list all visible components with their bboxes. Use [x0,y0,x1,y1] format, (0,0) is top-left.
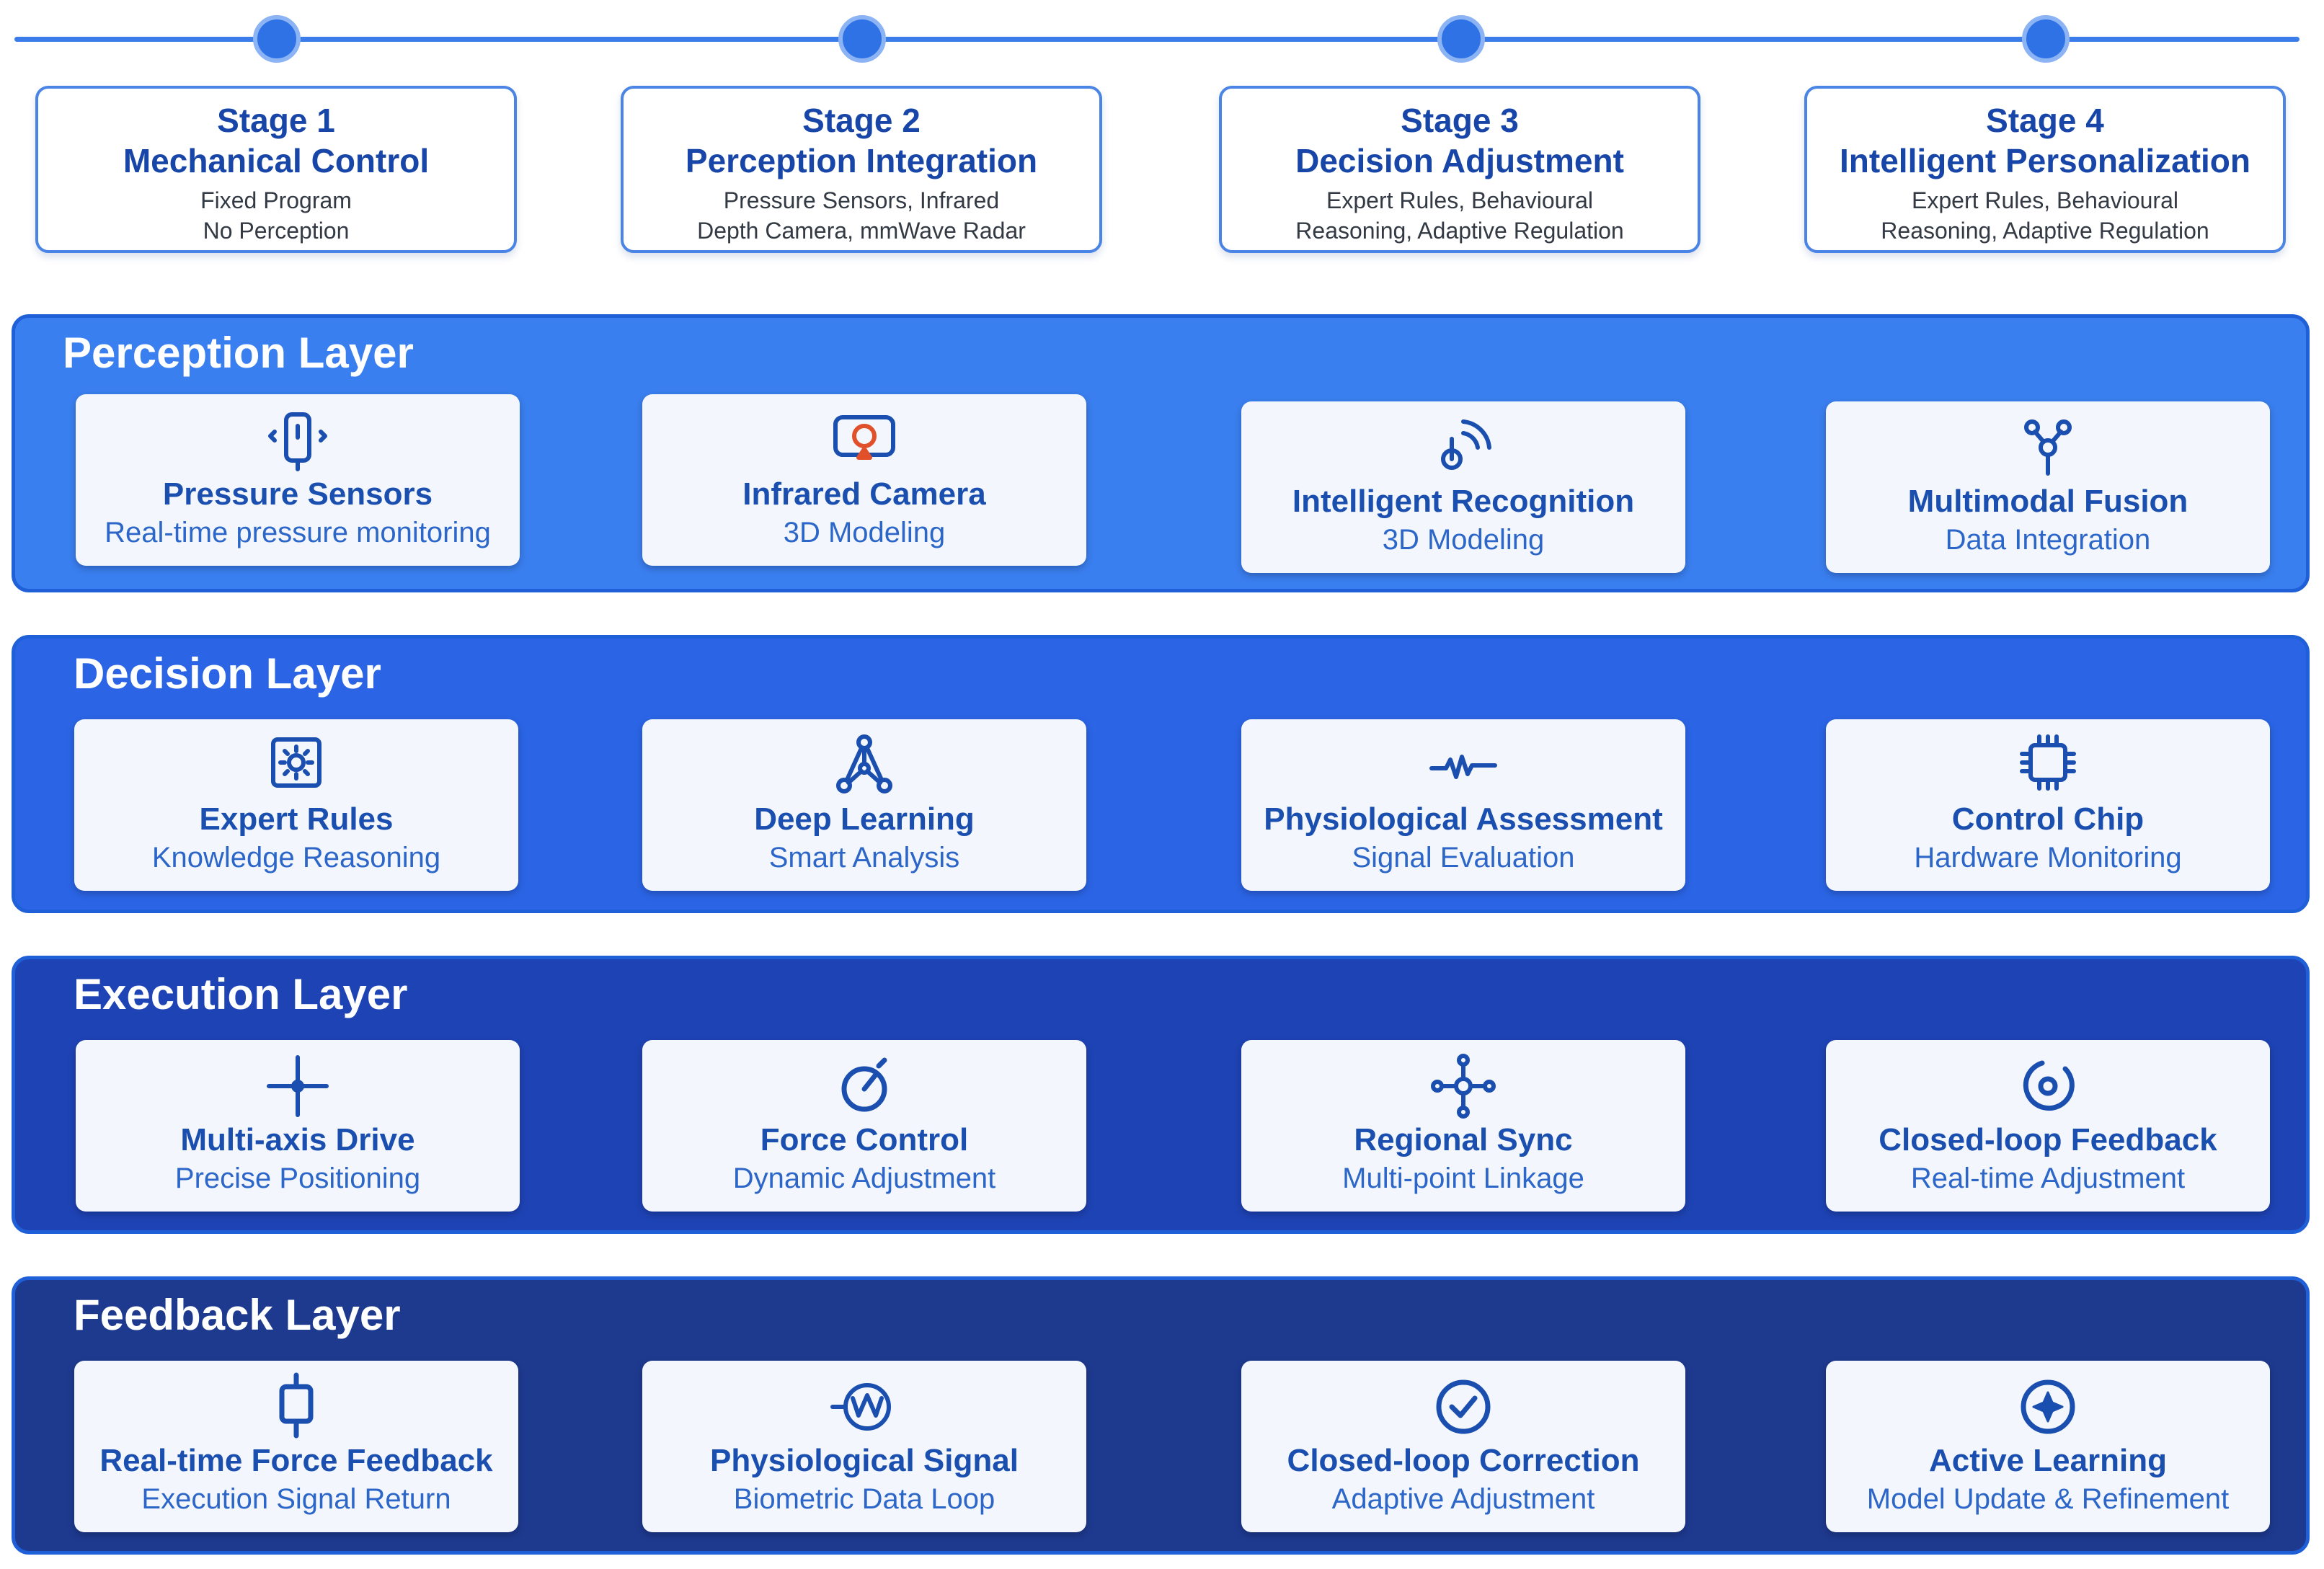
infrared-camera-icon [833,415,895,460]
card-physiological-assessment: Physiological Assessment Signal Evaluati… [1241,719,1685,891]
stage-number: Stage 2 [802,102,921,139]
card-title: Real-time Force Feedback [99,1443,493,1478]
stage-name: Mechanical Control [123,142,430,179]
card-subtitle: Model Update & Refinement [1866,1483,2230,1515]
waveform-icon [1429,755,1497,779]
stage-card-2: Stage 2 Perception Integration Pressure … [621,86,1102,253]
card-pressure-sensors: Pressure Sensors Real-time pressure moni… [76,394,520,566]
check-circle-icon [1436,1379,1491,1434]
stage-name: Decision Adjustment [1295,142,1624,179]
stage-3-dot [1437,15,1485,63]
execution-layer: Execution Layer Multi-axis Drive Precise… [12,956,2310,1234]
feedback-layer: Feedback Layer Real-time Force Feedback … [12,1276,2310,1555]
card-title: Closed-loop Correction [1287,1443,1640,1478]
layer-title: Perception Layer [63,329,414,377]
card-active-learning: Active Learning Model Update & Refinemen… [1826,1361,2270,1532]
card-title: Pressure Sensors [162,476,433,512]
card-intelligent-recognition: Intelligent Recognition 3D Modeling [1241,401,1685,573]
stage-card-3: Stage 3 Decision Adjustment Expert Rules… [1219,86,1700,253]
pressure-sensor-icon [268,412,327,471]
card-force-control: Force Control Dynamic Adjustment [642,1040,1086,1212]
stage-description: Fixed Program No Perception [200,187,352,244]
learning-compass-icon [2021,1379,2075,1434]
gauge-icon [841,1057,887,1112]
card-title: Expert Rules [199,801,394,837]
card-subtitle: Hardware Monitoring [1914,842,2182,874]
stage-card-4: Stage 4 Intelligent Personalization Expe… [1804,86,2286,253]
stage-name: Perception Integration [685,142,1038,179]
fusion-icon [2024,419,2072,476]
stage-number: Stage 3 [1401,102,1519,139]
card-real-time-force-feedback: Real-time Force Feedback Execution Signa… [74,1361,518,1532]
timeline-line [14,37,2299,42]
crosshair-icon [267,1055,329,1117]
card-subtitle: Adaptive Adjustment [1331,1483,1595,1515]
loop-icon [2023,1060,2075,1111]
card-title: Closed-loop Feedback [1879,1122,2217,1157]
card-infrared-camera: Infrared Camera 3D Modeling [642,394,1086,566]
force-feedback-icon [279,1372,314,1439]
card-closed-loop-feedback: Closed-loop Feedback Real-time Adjustmen… [1826,1040,2270,1212]
card-closed-loop-correction: Closed-loop Correction Adaptive Adjustme… [1241,1361,1685,1532]
stage-name: Intelligent Personalization [1840,142,2250,179]
card-subtitle: Signal Evaluation [1352,842,1575,874]
card-title: Force Control [760,1122,969,1157]
card-subtitle: Smart Analysis [768,842,960,874]
stage-description: Expert Rules, Behavioural Reasoning, Ada… [1295,187,1624,244]
card-title: Physiological Assessment [1264,801,1663,837]
layer-title: Execution Layer [74,970,408,1018]
card-regional-sync: Regional Sync Multi-point Linkage [1241,1040,1685,1212]
network-icon [836,734,892,794]
card-subtitle: Execution Signal Return [141,1483,451,1515]
card-subtitle: Precise Positioning [174,1163,421,1194]
card-subtitle: Knowledge Reasoning [151,842,441,874]
card-deep-learning: Deep Learning Smart Analysis [642,719,1086,891]
sync-nodes-icon [1431,1054,1496,1119]
layer-title: Decision Layer [74,649,381,698]
stage-4-dot [2022,15,2070,63]
card-subtitle: Dynamic Adjustment [732,1163,996,1194]
card-multi-axis-drive: Multi-axis Drive Precise Positioning [76,1040,520,1212]
card-title: Multi-axis Drive [180,1122,415,1157]
stage-card-1: Stage 1 Mechanical Control Fixed Program… [35,86,517,253]
card-title: Multimodal Fusion [1907,484,2188,519]
card-subtitle: Real-time Adjustment [1910,1163,2186,1194]
card-subtitle: Data Integration [1945,524,2151,556]
card-title: Control Chip [1951,801,2145,837]
expert-rules-icon [271,737,321,788]
stage-description: Pressure Sensors, Infrared Depth Camera,… [697,187,1026,244]
card-subtitle: 3D Modeling [1382,524,1545,556]
recognition-signal-icon [1441,419,1491,470]
stage-1-dot [253,15,301,63]
card-title: Regional Sync [1354,1122,1573,1157]
card-title: Physiological Signal [710,1443,1019,1478]
stage-description: Expert Rules, Behavioural Reasoning, Ada… [1881,187,2209,244]
card-title: Intelligent Recognition [1292,484,1635,519]
stage-2-dot [838,15,886,63]
stage-number: Stage 1 [217,102,335,139]
card-title: Active Learning [1928,1443,2168,1478]
signal-wave-icon [830,1383,891,1431]
card-title: Infrared Camera [742,476,986,512]
card-subtitle: Real-time pressure monitoring [105,517,491,548]
stage-number: Stage 4 [1986,102,2104,139]
card-subtitle: Biometric Data Loop [733,1483,995,1515]
card-title: Deep Learning [754,801,975,837]
card-control-chip: Control Chip Hardware Monitoring [1826,719,2270,891]
card-subtitle: Multi-point Linkage [1342,1163,1584,1194]
chip-icon [2020,734,2076,791]
layer-title: Feedback Layer [74,1291,401,1339]
card-physiological-signal: Physiological Signal Biometric Data Loop [642,1361,1086,1532]
card-subtitle: 3D Modeling [783,517,946,548]
card-expert-rules: Expert Rules Knowledge Reasoning [74,719,518,891]
card-multimodal-fusion: Multimodal Fusion Data Integration [1826,401,2270,573]
perception-layer: Perception Layer Pressure Sensors Real-t… [12,314,2310,592]
decision-layer: Decision Layer Expert Rules Knowledge Re… [12,635,2310,913]
